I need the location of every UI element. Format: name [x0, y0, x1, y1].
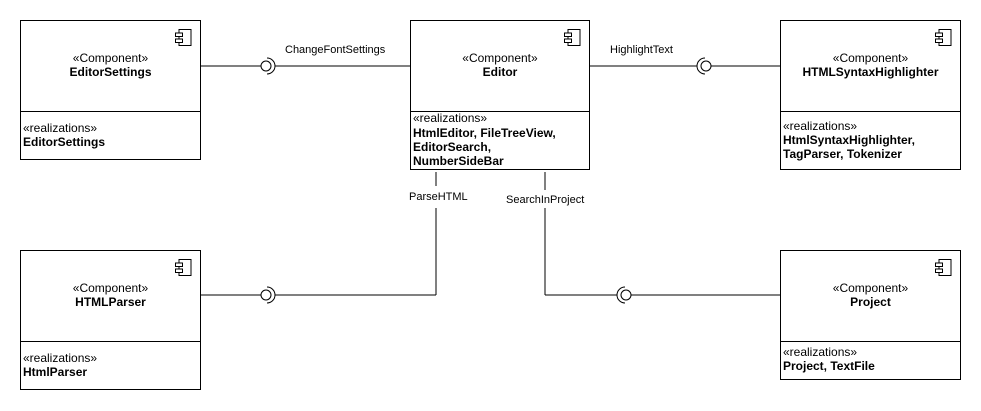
realizations-list: Project, TextFile	[783, 359, 875, 373]
required-interface-icon	[266, 57, 276, 75]
component-icon	[564, 29, 581, 46]
component-html-parser[interactable]: «Component» HTMLParser «realizations» Ht…	[20, 250, 201, 390]
component-stereotype: «Component»	[72, 51, 149, 65]
component-name: EditorSettings	[69, 65, 152, 79]
realization-item: Project, TextFile	[783, 359, 875, 373]
component-icon	[175, 29, 192, 46]
component-stereotype: «Component»	[462, 51, 538, 65]
connector-label-search-in-project: SearchInProject	[506, 194, 585, 206]
realization-item: NumberSideBar	[413, 154, 504, 168]
realizations-label: «realizations»	[23, 121, 98, 135]
required-interface-icon	[696, 57, 706, 75]
realizations-label: «realizations»	[23, 351, 98, 365]
component-icon	[935, 259, 952, 276]
connector-label-highlight-text: HighlightText	[610, 44, 673, 56]
component-name: Project	[850, 295, 891, 309]
compartment-divider	[411, 111, 589, 112]
realizations-label: «realizations»	[413, 111, 488, 125]
realizations-list: HtmlEditor, FileTreeView, EditorSearch, …	[413, 126, 556, 168]
compartment-divider	[781, 341, 960, 342]
realizations-list: HtmlSyntaxHighlighter, TagParser, Tokeni…	[783, 133, 915, 161]
realization-item: HtmlSyntaxHighlighter,	[783, 133, 916, 147]
component-icon	[935, 29, 952, 46]
realization-item: TagParser, Tokenizer	[783, 147, 902, 161]
component-html-syntax-highlighter[interactable]: «Component» HTMLSyntaxHighlighter «reali…	[780, 20, 961, 170]
component-name: HTMLSyntaxHighlighter	[802, 65, 939, 79]
provided-interface-icon	[700, 60, 712, 72]
component-project[interactable]: «Component» Project «realizations» Proje…	[780, 250, 961, 380]
component-name: HTMLParser	[75, 295, 146, 309]
realization-item: HtmlParser	[23, 365, 88, 379]
realization-item: EditorSettings	[23, 135, 106, 149]
component-editor[interactable]: «Component» Editor «realizations» HtmlEd…	[410, 20, 590, 170]
component-name: Editor	[482, 65, 518, 79]
compartment-divider	[781, 111, 960, 112]
connector-label-parse-html: ParseHTML	[409, 191, 468, 203]
component-icon	[175, 259, 192, 276]
compartment-divider	[21, 111, 200, 112]
provided-interface-icon	[260, 60, 272, 72]
required-interface-icon	[266, 286, 276, 304]
realizations-list: EditorSettings	[23, 135, 105, 149]
provided-interface-icon	[260, 289, 272, 301]
component-stereotype: «Component»	[832, 51, 909, 65]
realizations-list: HtmlParser	[23, 365, 87, 379]
component-editor-settings[interactable]: «Component» EditorSettings «realizations…	[20, 20, 201, 160]
realizations-label: «realizations»	[783, 119, 858, 133]
connector-label-change-font-settings: ChangeFontSettings	[285, 44, 386, 56]
required-interface-icon	[616, 286, 626, 304]
compartment-divider	[21, 341, 200, 342]
realizations-label: «realizations»	[783, 345, 858, 359]
component-stereotype: «Component»	[832, 281, 909, 295]
provided-interface-icon	[620, 289, 632, 301]
realization-item: EditorSearch,	[413, 140, 492, 154]
component-stereotype: «Component»	[72, 281, 149, 295]
realization-item: HtmlEditor, FileTreeView,	[413, 126, 556, 140]
